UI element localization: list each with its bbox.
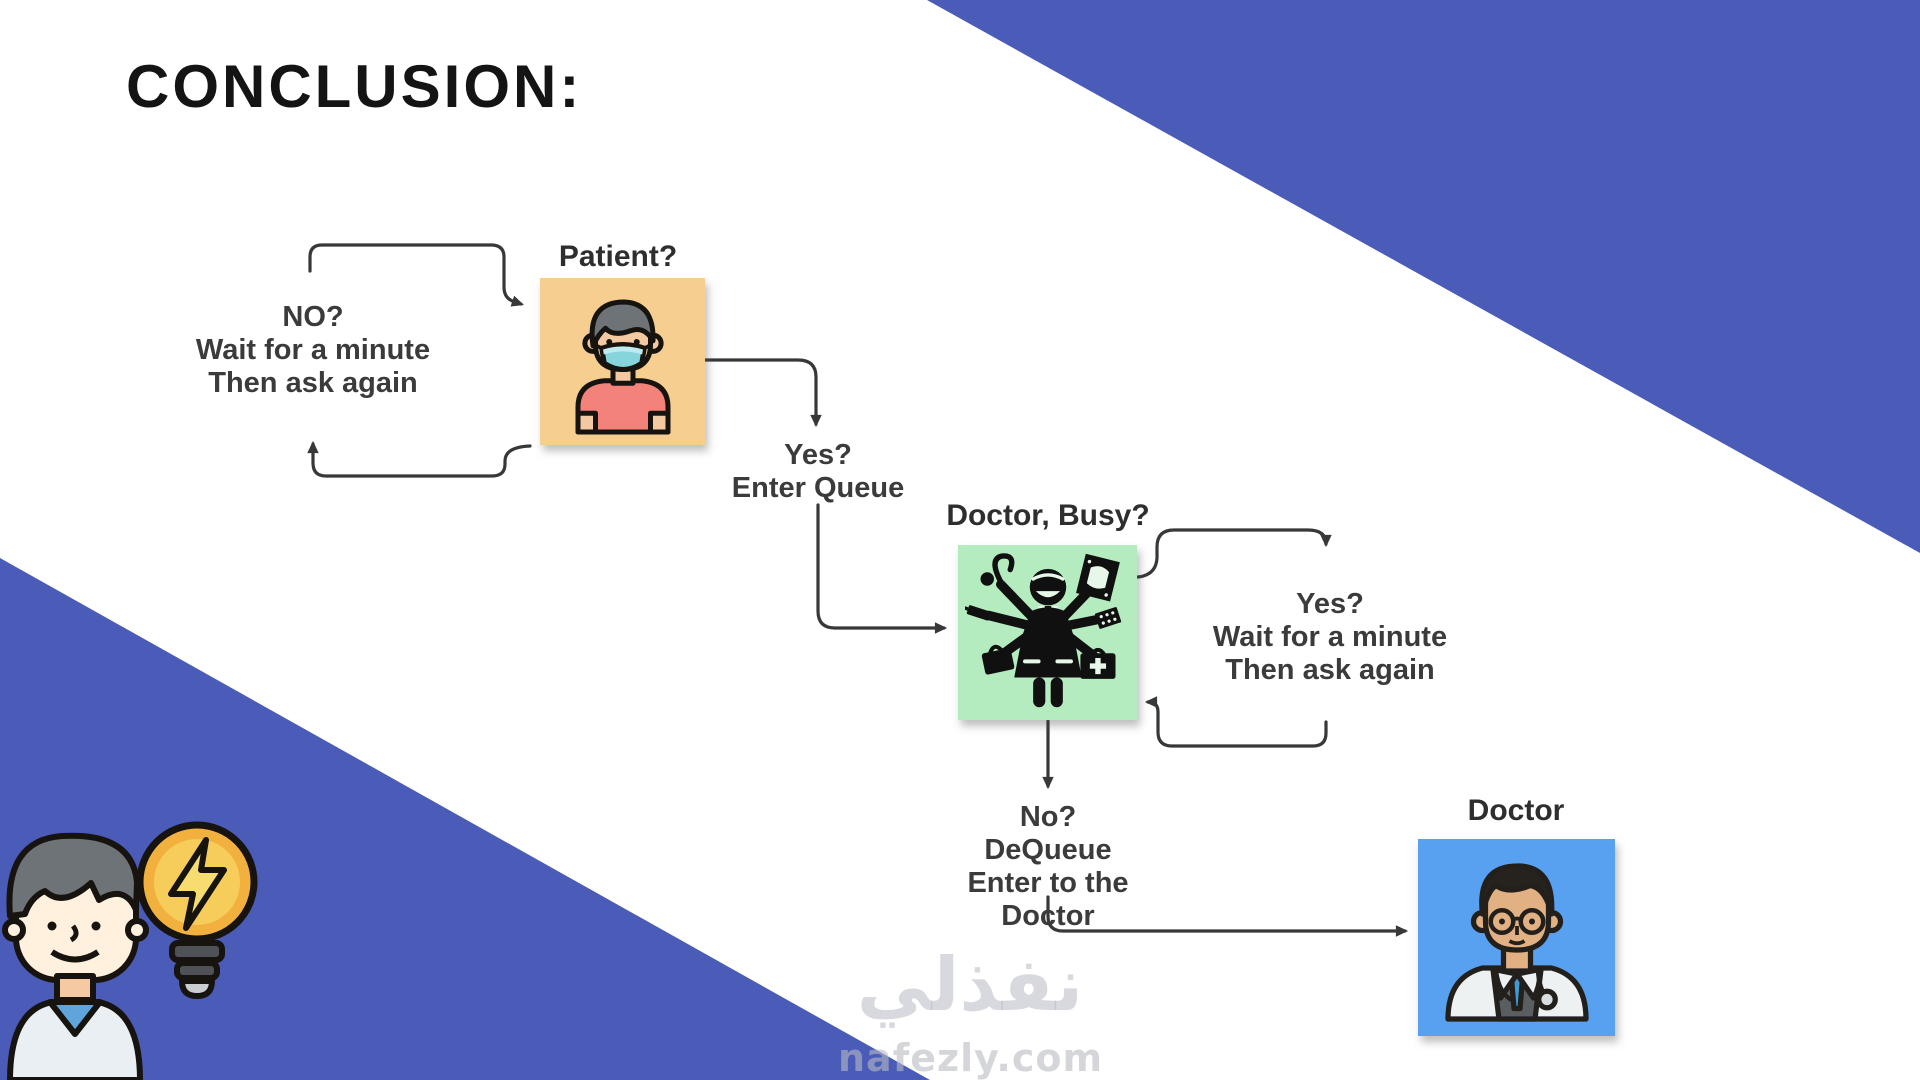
yes-wait-line-1: Yes?	[1296, 588, 1364, 620]
connector-patient-to-no-loop	[307, 440, 532, 478]
connector-no-loop-into-patient	[308, 243, 524, 307]
no-branch-line-3: Then ask again	[208, 367, 418, 399]
doctor-busy-node-box	[958, 545, 1137, 720]
person-with-idea-lightbulb-icon	[2, 821, 258, 1080]
masked-patient-icon	[575, 299, 670, 434]
connector-yes-wait-to-busy	[1144, 696, 1328, 748]
watermark-site-text: nafezly.com	[838, 1036, 1104, 1080]
yes-wait-text: Yes? Wait for a minute Then ask again	[1205, 588, 1455, 687]
patient-node-label: Patient?	[558, 240, 678, 273]
no-branch-text: NO? Wait for a minute Then ask again	[163, 301, 463, 400]
no-dequeue-line-2: DeQueue	[984, 834, 1112, 866]
no-branch-line-2: Wait for a minute	[195, 334, 431, 366]
doctor-node-box	[1418, 839, 1615, 1036]
doctor-avatar-icon	[1444, 862, 1589, 1022]
slide-title: CONCLUSION:	[126, 53, 583, 120]
watermark-logo-text: نفذلي	[856, 942, 1084, 1028]
patient-node-box	[540, 278, 705, 445]
yes-enter-queue-line-2: Enter Queue	[731, 472, 905, 504]
connector-yes-to-busy	[816, 503, 948, 634]
no-dequeue-line-3: Enter to the Doctor	[967, 867, 1129, 932]
connector-busy-to-yes-wait	[1136, 528, 1332, 579]
connector-patient-to-yes	[704, 358, 822, 428]
yes-wait-line-2: Wait for a minute	[1212, 621, 1448, 653]
doctor-node-label: Doctor	[1467, 794, 1565, 827]
no-dequeue-line-1: No?	[1019, 801, 1077, 833]
top-right-triangle	[927, 0, 1920, 553]
no-dequeue-text: No? DeQueue Enter to the Doctor	[918, 801, 1178, 933]
yes-wait-line-3: Then ask again	[1225, 654, 1435, 686]
doctor-busy-node-label: Doctor, Busy?	[946, 499, 1150, 532]
yes-enter-queue-line-1: Yes?	[784, 439, 852, 471]
multitasking-doctor-icon	[964, 552, 1121, 707]
no-branch-line-1: NO?	[282, 301, 344, 333]
yes-enter-queue-text: Yes? Enter Queue	[698, 439, 938, 505]
